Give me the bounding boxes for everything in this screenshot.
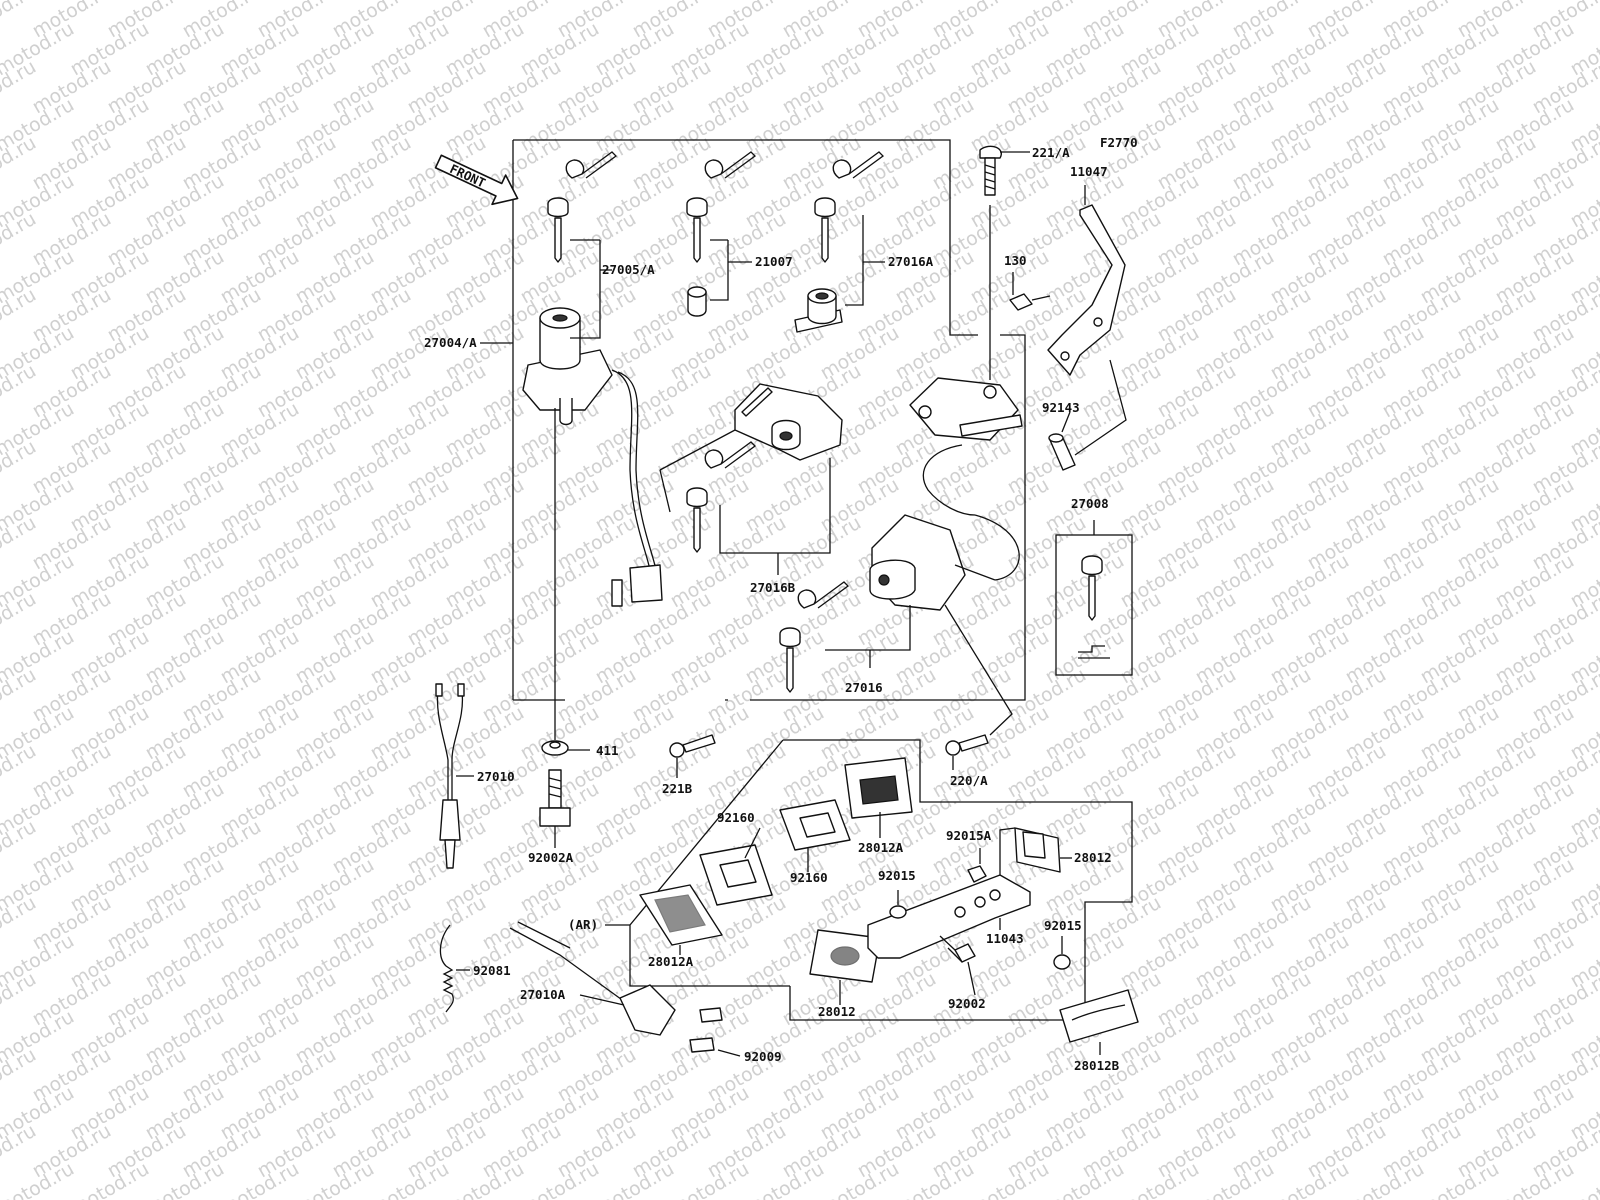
label-27010: 27010 (477, 769, 515, 784)
label-92143: 92143 (1042, 400, 1080, 415)
label-11047: 11047 (1070, 164, 1108, 179)
label-28012A-left: 28012A (648, 954, 694, 969)
washer-411 (541, 740, 569, 756)
label-27004A: 27004/A (424, 335, 477, 350)
emblem-28012B (1059, 989, 1139, 1043)
label-28012A-top: 28012A (858, 840, 904, 855)
seat-lock-27016A (794, 288, 843, 333)
label-220A: 220/A (950, 773, 988, 788)
label-92015-mid: 92015 (878, 868, 916, 883)
label-411: 411 (596, 743, 619, 758)
label-21007: 21007 (755, 254, 793, 269)
figure-code: F2770 (1100, 135, 1138, 150)
label-92015A: 92015A (946, 828, 992, 843)
label-AR: (AR) (568, 917, 598, 932)
label-28012-right: 28012 (1074, 850, 1112, 865)
label-221A: 221/A (1032, 145, 1070, 160)
label-92002A: 92002A (528, 850, 574, 865)
label-27008: 27008 (1071, 496, 1109, 511)
label-130: 130 (1004, 253, 1027, 268)
nut-92015-right (1053, 954, 1071, 970)
label-27010A: 27010A (520, 987, 566, 1002)
emblem-28012A-top (844, 757, 913, 819)
nut-92015A (967, 865, 987, 883)
label-27016B: 27016B (750, 580, 796, 595)
label-92009: 92009 (744, 1049, 782, 1064)
label-92015-right: 92015 (1044, 918, 1082, 933)
lock-cylinder-21007 (687, 286, 707, 317)
label-27016: 27016 (845, 680, 883, 695)
label-11043: 11043 (986, 931, 1024, 946)
label-27016A: 27016A (888, 254, 934, 269)
label-92081: 92081 (473, 963, 511, 978)
label-92160-left: 92160 (717, 810, 755, 825)
nut-92015-mid (889, 905, 907, 919)
screw-221A (979, 145, 1002, 380)
label-27005A: 27005/A (602, 262, 655, 277)
label-28012-bottom: 28012 (818, 1004, 856, 1019)
label-92160-right: 92160 (790, 870, 828, 885)
label-92002: 92002 (948, 996, 986, 1011)
label-221B: 221B (662, 781, 693, 796)
label-28012B: 28012B (1074, 1058, 1120, 1073)
front-arrow-label: FRONT (447, 161, 487, 191)
